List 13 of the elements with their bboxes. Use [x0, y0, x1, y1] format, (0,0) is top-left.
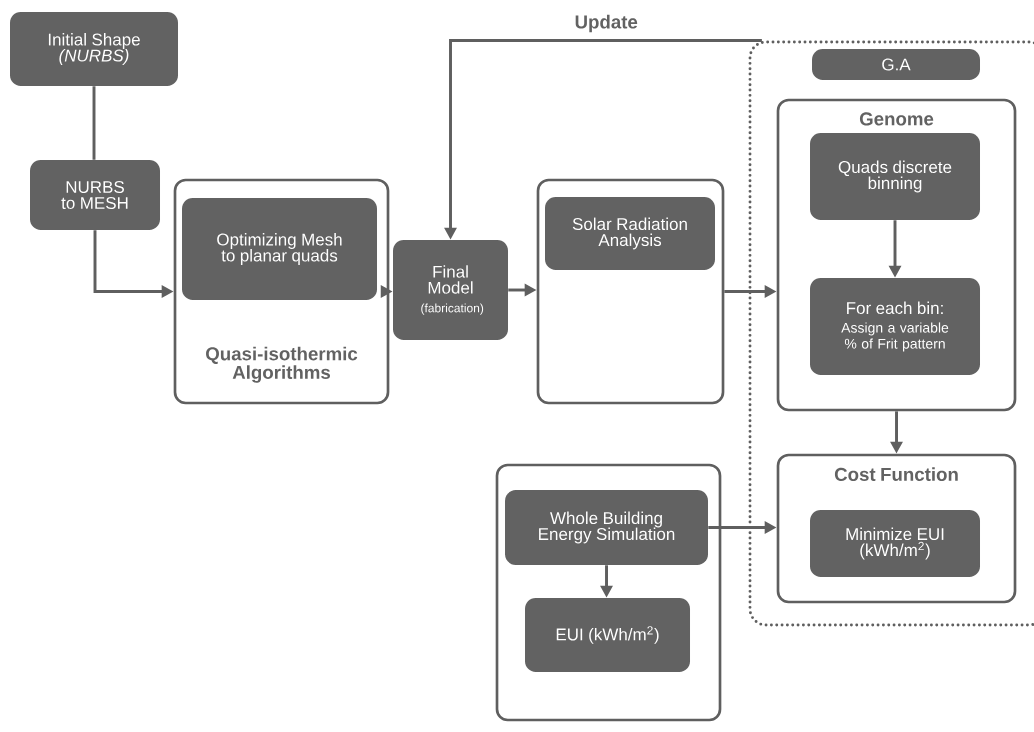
- process-box: For each bin: Assign a variable % of Frit pattern: [810, 278, 980, 375]
- process-box: Minimize EUI (kWh/m$^{2}$): [810, 510, 980, 577]
- edge-label: Update: [573, 13, 640, 34]
- dotted-region: [748, 40, 1034, 627]
- process-box: Solar Radiation Analysis: [545, 197, 715, 270]
- process-box: Quads discrete binning: [810, 133, 980, 220]
- process-box: NURBS to MESH: [30, 160, 160, 230]
- process-box: EUI (kWh/m$^{2}$): [525, 598, 690, 672]
- process-box: Final Model (fabrication): [393, 240, 508, 340]
- process-box: G.A: [812, 49, 980, 80]
- process-box: Whole Building Energy Simulation: [505, 490, 708, 565]
- process-box: Optimizing Mesh to planar quads: [182, 198, 377, 300]
- process-box: Initial Shape (NURBS): [10, 12, 178, 86]
